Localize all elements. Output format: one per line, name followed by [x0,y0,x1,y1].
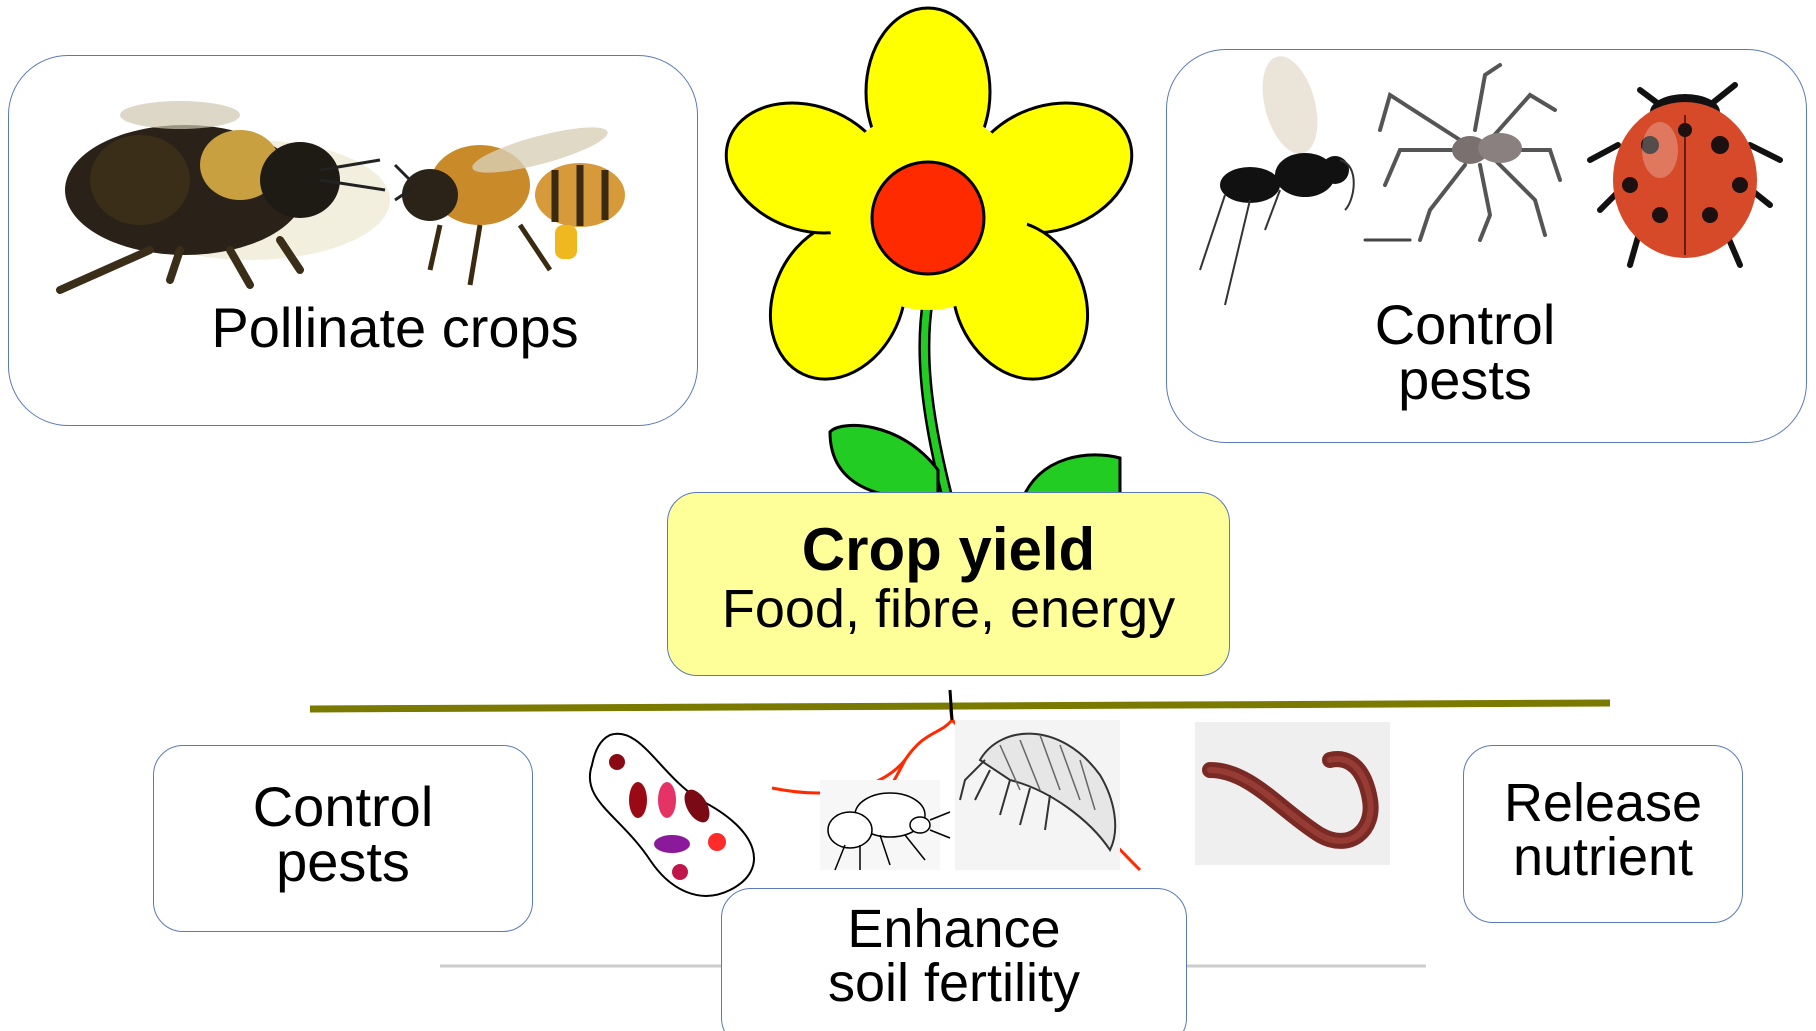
crop-yield-subtitle: Food, fibre, energy [667,582,1230,636]
above-ground-pests-line1: Control [1290,297,1640,352]
soil-organism-icon [590,734,754,896]
mite-icon [820,780,950,870]
ground-line [310,703,1610,709]
release-nutrient-line2: nutrient [1463,830,1743,884]
crop-yield-title: Crop yield [667,520,1230,580]
soil-fertility-line2: soil fertility [721,956,1187,1010]
release-nutrient-label: Release nutrient [1463,776,1743,884]
soil-pests-line2: pests [153,834,533,889]
soil-fertility-label: Enhance soil fertility [721,902,1187,1010]
flower-icon [708,8,1150,500]
springtail-icon [955,720,1120,870]
soil-pests-label: Control pests [153,779,533,889]
above-ground-pests-label: Control pests [1290,297,1640,407]
pollinate-crops-label: Pollinate crops [150,300,640,356]
soil-fertility-line1: Enhance [721,902,1187,956]
earthworm-icon [1195,722,1390,865]
release-nutrient-line1: Release [1463,776,1743,830]
soil-pests-line1: Control [153,779,533,834]
above-ground-pests-line2: pests [1290,352,1640,407]
pollinate-crops-box [8,55,698,426]
